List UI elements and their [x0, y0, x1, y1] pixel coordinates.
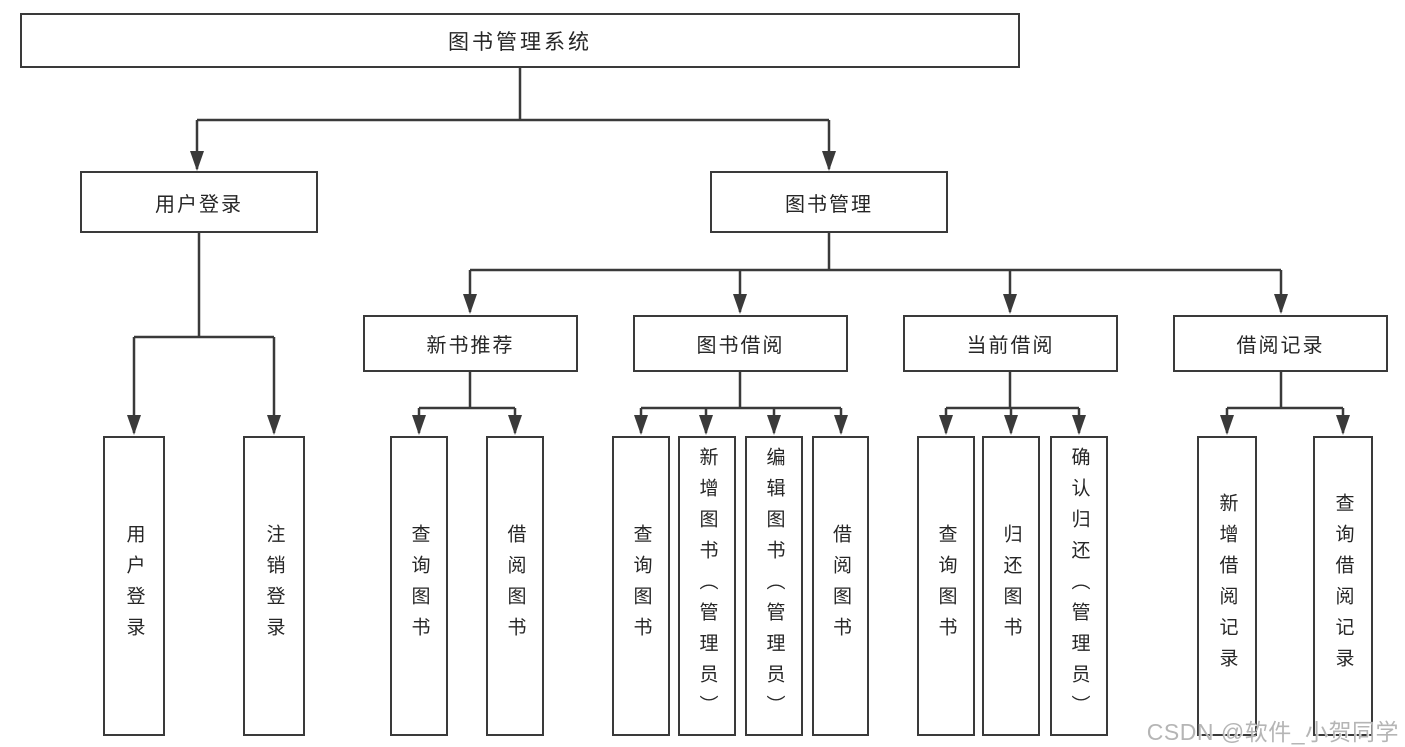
leaf-query-book-1: 查询图书	[390, 436, 448, 736]
leaf-query-book-2: 查询图书	[612, 436, 670, 736]
leaf-return-book: 归还图书	[982, 436, 1040, 736]
leaf-confirm-return-admin: 确认归还（管理员）	[1050, 436, 1108, 736]
leaf-label: 用户登录	[123, 524, 145, 648]
leaf-borrow-book-1: 借阅图书	[486, 436, 544, 736]
leaf-add-book-admin: 新增图书（管理员）	[678, 436, 736, 736]
leaf-label: 编辑图书（管理员）	[763, 446, 785, 726]
leaf-label: 查询图书	[630, 524, 652, 648]
leaf-edit-book-admin: 编辑图书（管理员）	[745, 436, 803, 736]
leaf-label: 借阅图书	[504, 524, 526, 648]
leaf-query-book-3: 查询图书	[917, 436, 975, 736]
csdn-watermark: CSDN @软件_小贺同学	[1146, 719, 1399, 745]
leaf-label: 新增图书（管理员）	[696, 446, 718, 726]
leaf-label: 借阅图书	[830, 524, 851, 648]
leaf-label: 查询图书	[408, 524, 430, 648]
leaf-label: 确认归还（管理员）	[1068, 446, 1090, 726]
leaf-borrow-book-2: 借阅图书	[812, 436, 869, 736]
node-book-management: 图书管理	[710, 171, 948, 233]
leaf-label: 查询借阅记录	[1332, 493, 1354, 679]
node-user-login: 用户登录	[80, 171, 318, 233]
leaf-label: 查询图书	[935, 524, 957, 648]
node-new-book-recommend: 新书推荐	[363, 315, 578, 372]
node-current-borrow: 当前借阅	[903, 315, 1118, 372]
node-borrow-record: 借阅记录	[1173, 315, 1388, 372]
leaf-query-borrow-record: 查询借阅记录	[1313, 436, 1373, 736]
node-book-borrow: 图书借阅	[633, 315, 848, 372]
node-system-root: 图书管理系统	[20, 13, 1020, 68]
leaf-label: 归还图书	[1000, 524, 1022, 648]
leaf-label: 注销登录	[263, 524, 285, 648]
leaf-user-login: 用户登录	[103, 436, 165, 736]
leaf-add-borrow-record: 新增借阅记录	[1197, 436, 1257, 736]
leaf-logout: 注销登录	[243, 436, 305, 736]
leaf-label: 新增借阅记录	[1216, 493, 1238, 679]
